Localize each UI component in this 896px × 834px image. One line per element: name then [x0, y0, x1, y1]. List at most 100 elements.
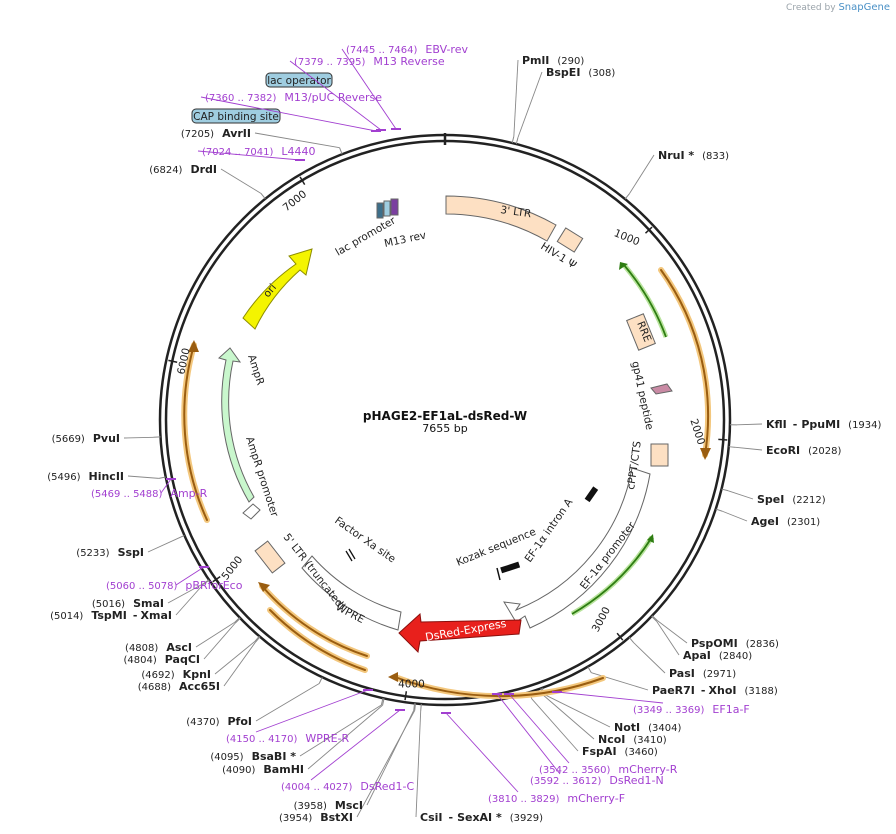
- primer-label: (3542 .. 3560)mCherry-R: [539, 763, 678, 776]
- enzyme-position: (3460): [625, 747, 658, 758]
- primer-position: (3542 .. 3560): [539, 765, 611, 776]
- enzyme-labels: PmlI(290)BspEI(308)NruI *(833)KflI-PpuMI…: [47, 54, 881, 824]
- enzyme-label: (4808)AscI: [125, 641, 192, 654]
- primer-name: DsRed1-C: [360, 780, 414, 793]
- primer-name: DsRed1-N: [609, 774, 663, 787]
- ef1a-intron-mark: [584, 486, 599, 503]
- primer-name: EBV-rev: [425, 43, 468, 56]
- kozak-mark: [500, 561, 521, 574]
- primer-name: M13/pUC Reverse: [284, 91, 382, 104]
- lac-operator-mark: [383, 200, 391, 217]
- enzyme-site: (4090)BamHI: [222, 763, 304, 776]
- enzyme-leader: [254, 132, 340, 149]
- enzyme-leader: [223, 641, 256, 687]
- enzyme-site: (3954)BstXI: [279, 811, 353, 824]
- enzyme-label: FspAI(3460): [582, 745, 658, 758]
- primer-label: (3592 .. 3612) DsRed1-N: [530, 774, 664, 787]
- primer-position: (3592 .. 3612): [530, 776, 602, 787]
- enzyme-leader: [721, 488, 729, 492]
- enzyme-position: (6824): [149, 165, 182, 176]
- primer-label: (3349 .. 3369)EF1a-F: [633, 703, 750, 716]
- enzyme-name: PvuI: [93, 432, 120, 445]
- primer-name: WPRE-R: [305, 732, 349, 745]
- enzyme-name: PaeR7I: [652, 684, 695, 697]
- primer-leader: [556, 691, 664, 704]
- tick-mark: [616, 632, 624, 641]
- enzyme-position: (5669): [52, 434, 85, 445]
- enzyme-label: PasI(2971): [669, 667, 736, 680]
- enzyme-leader: [220, 168, 262, 194]
- primer-site: (4004 .. 4027)DsRed1-C: [281, 709, 414, 793]
- primer-labels: (7445 .. 7464)EBV-rev(7379 .. 7395)M13 R…: [91, 43, 750, 805]
- enzyme-leader: [260, 193, 266, 200]
- enzyme-name: AvrII: [222, 127, 251, 140]
- enzyme-leader: [254, 635, 260, 642]
- enzyme-position: (4370): [186, 717, 219, 728]
- small-marks: [345, 486, 599, 581]
- orange-arrows: [181, 267, 712, 700]
- enzyme-name: BsaBI *: [252, 750, 297, 763]
- primer-label: (7024 .. 7041)L4440: [202, 145, 316, 158]
- enzyme-site: (6824)DrdI: [149, 163, 217, 176]
- primer-position: (7445 .. 7464): [346, 45, 418, 56]
- enzyme-site: FspAI(3460): [582, 745, 658, 758]
- enzyme-leader: [629, 154, 655, 194]
- primer-site: (7445 .. 7464) EBV-rev: [341, 43, 468, 130]
- primer-leader: [445, 712, 519, 793]
- enzyme-leader: [715, 508, 723, 512]
- enzyme-name: SpeI: [757, 493, 784, 506]
- enzyme-leader: [158, 476, 166, 479]
- enzyme-leader: [167, 583, 204, 604]
- primer-name: EF1a-F: [712, 703, 749, 716]
- enzyme-leader: [234, 617, 241, 624]
- enzyme-leader: [542, 694, 595, 740]
- enzyme-name: SmaI: [133, 597, 164, 610]
- enzyme-name: TspMI: [91, 609, 127, 622]
- tick-mark: [168, 359, 178, 363]
- enzyme-site: SpeI(2212): [757, 493, 826, 506]
- primer-name: Amp-R: [170, 487, 207, 500]
- primer-position: (7024 .. 7041): [202, 147, 274, 158]
- primer-site: (3349 .. 3369)EF1a-F: [552, 691, 750, 716]
- enzyme-label: (5669) PvuI: [52, 432, 120, 445]
- enzyme-site: (4370)PfoI: [186, 715, 252, 728]
- ltr3-arrow: [445, 195, 557, 242]
- enzyme-leader: [517, 71, 543, 138]
- primer-name: pBRforEco: [185, 579, 242, 592]
- enzyme-position: (1934): [848, 420, 881, 431]
- leader-lines: [123, 59, 763, 818]
- enzyme-position: (5016): [92, 599, 125, 610]
- primer-site: (4150 .. 4170)WPRE-R: [226, 689, 373, 745]
- enzyme-site: (7205)AvrII: [181, 127, 251, 140]
- enzyme-name: BstXI: [320, 811, 353, 824]
- primer-site: (5060 .. 5078)pBRforEco: [106, 566, 243, 592]
- enzyme-leader: [414, 703, 416, 711]
- enzyme-leader: [722, 510, 748, 522]
- enzyme-label: (5016) SmaI: [92, 597, 164, 610]
- ltr5-box: [254, 540, 286, 574]
- tick-mark: [718, 438, 728, 441]
- primer-position: (3810 .. 3829): [488, 794, 560, 805]
- enzyme-site: PmlI(290): [522, 54, 584, 67]
- primer-label: (4150 .. 4170)WPRE-R: [226, 732, 349, 745]
- primer-leader: [255, 689, 369, 733]
- enzyme-label: NcoI(3410): [598, 733, 667, 746]
- enzyme-site: (4688)Acc65I: [138, 680, 220, 693]
- enzyme-label: (3958)MscI: [294, 799, 363, 812]
- enzyme-position: (3410): [633, 735, 666, 746]
- enzyme-position: (4692): [141, 670, 174, 681]
- inner-features: [217, 195, 673, 654]
- primer-name: M13 Reverse: [373, 55, 444, 68]
- enzyme-leader: [202, 579, 210, 585]
- primer-leader: [310, 709, 401, 781]
- primer-leader: [175, 566, 205, 586]
- enzyme-label: (4370)PfoI: [186, 715, 252, 728]
- cppt-box: [650, 443, 669, 467]
- enzyme-leader: [175, 583, 204, 616]
- enzyme-name: PaqCI: [165, 653, 200, 666]
- enzyme-leader: [307, 704, 383, 770]
- hiv-psi-box: [556, 227, 584, 253]
- enzyme-name: XmaI: [141, 609, 172, 622]
- enzyme-leader: [511, 136, 515, 144]
- rre-box: [626, 313, 656, 351]
